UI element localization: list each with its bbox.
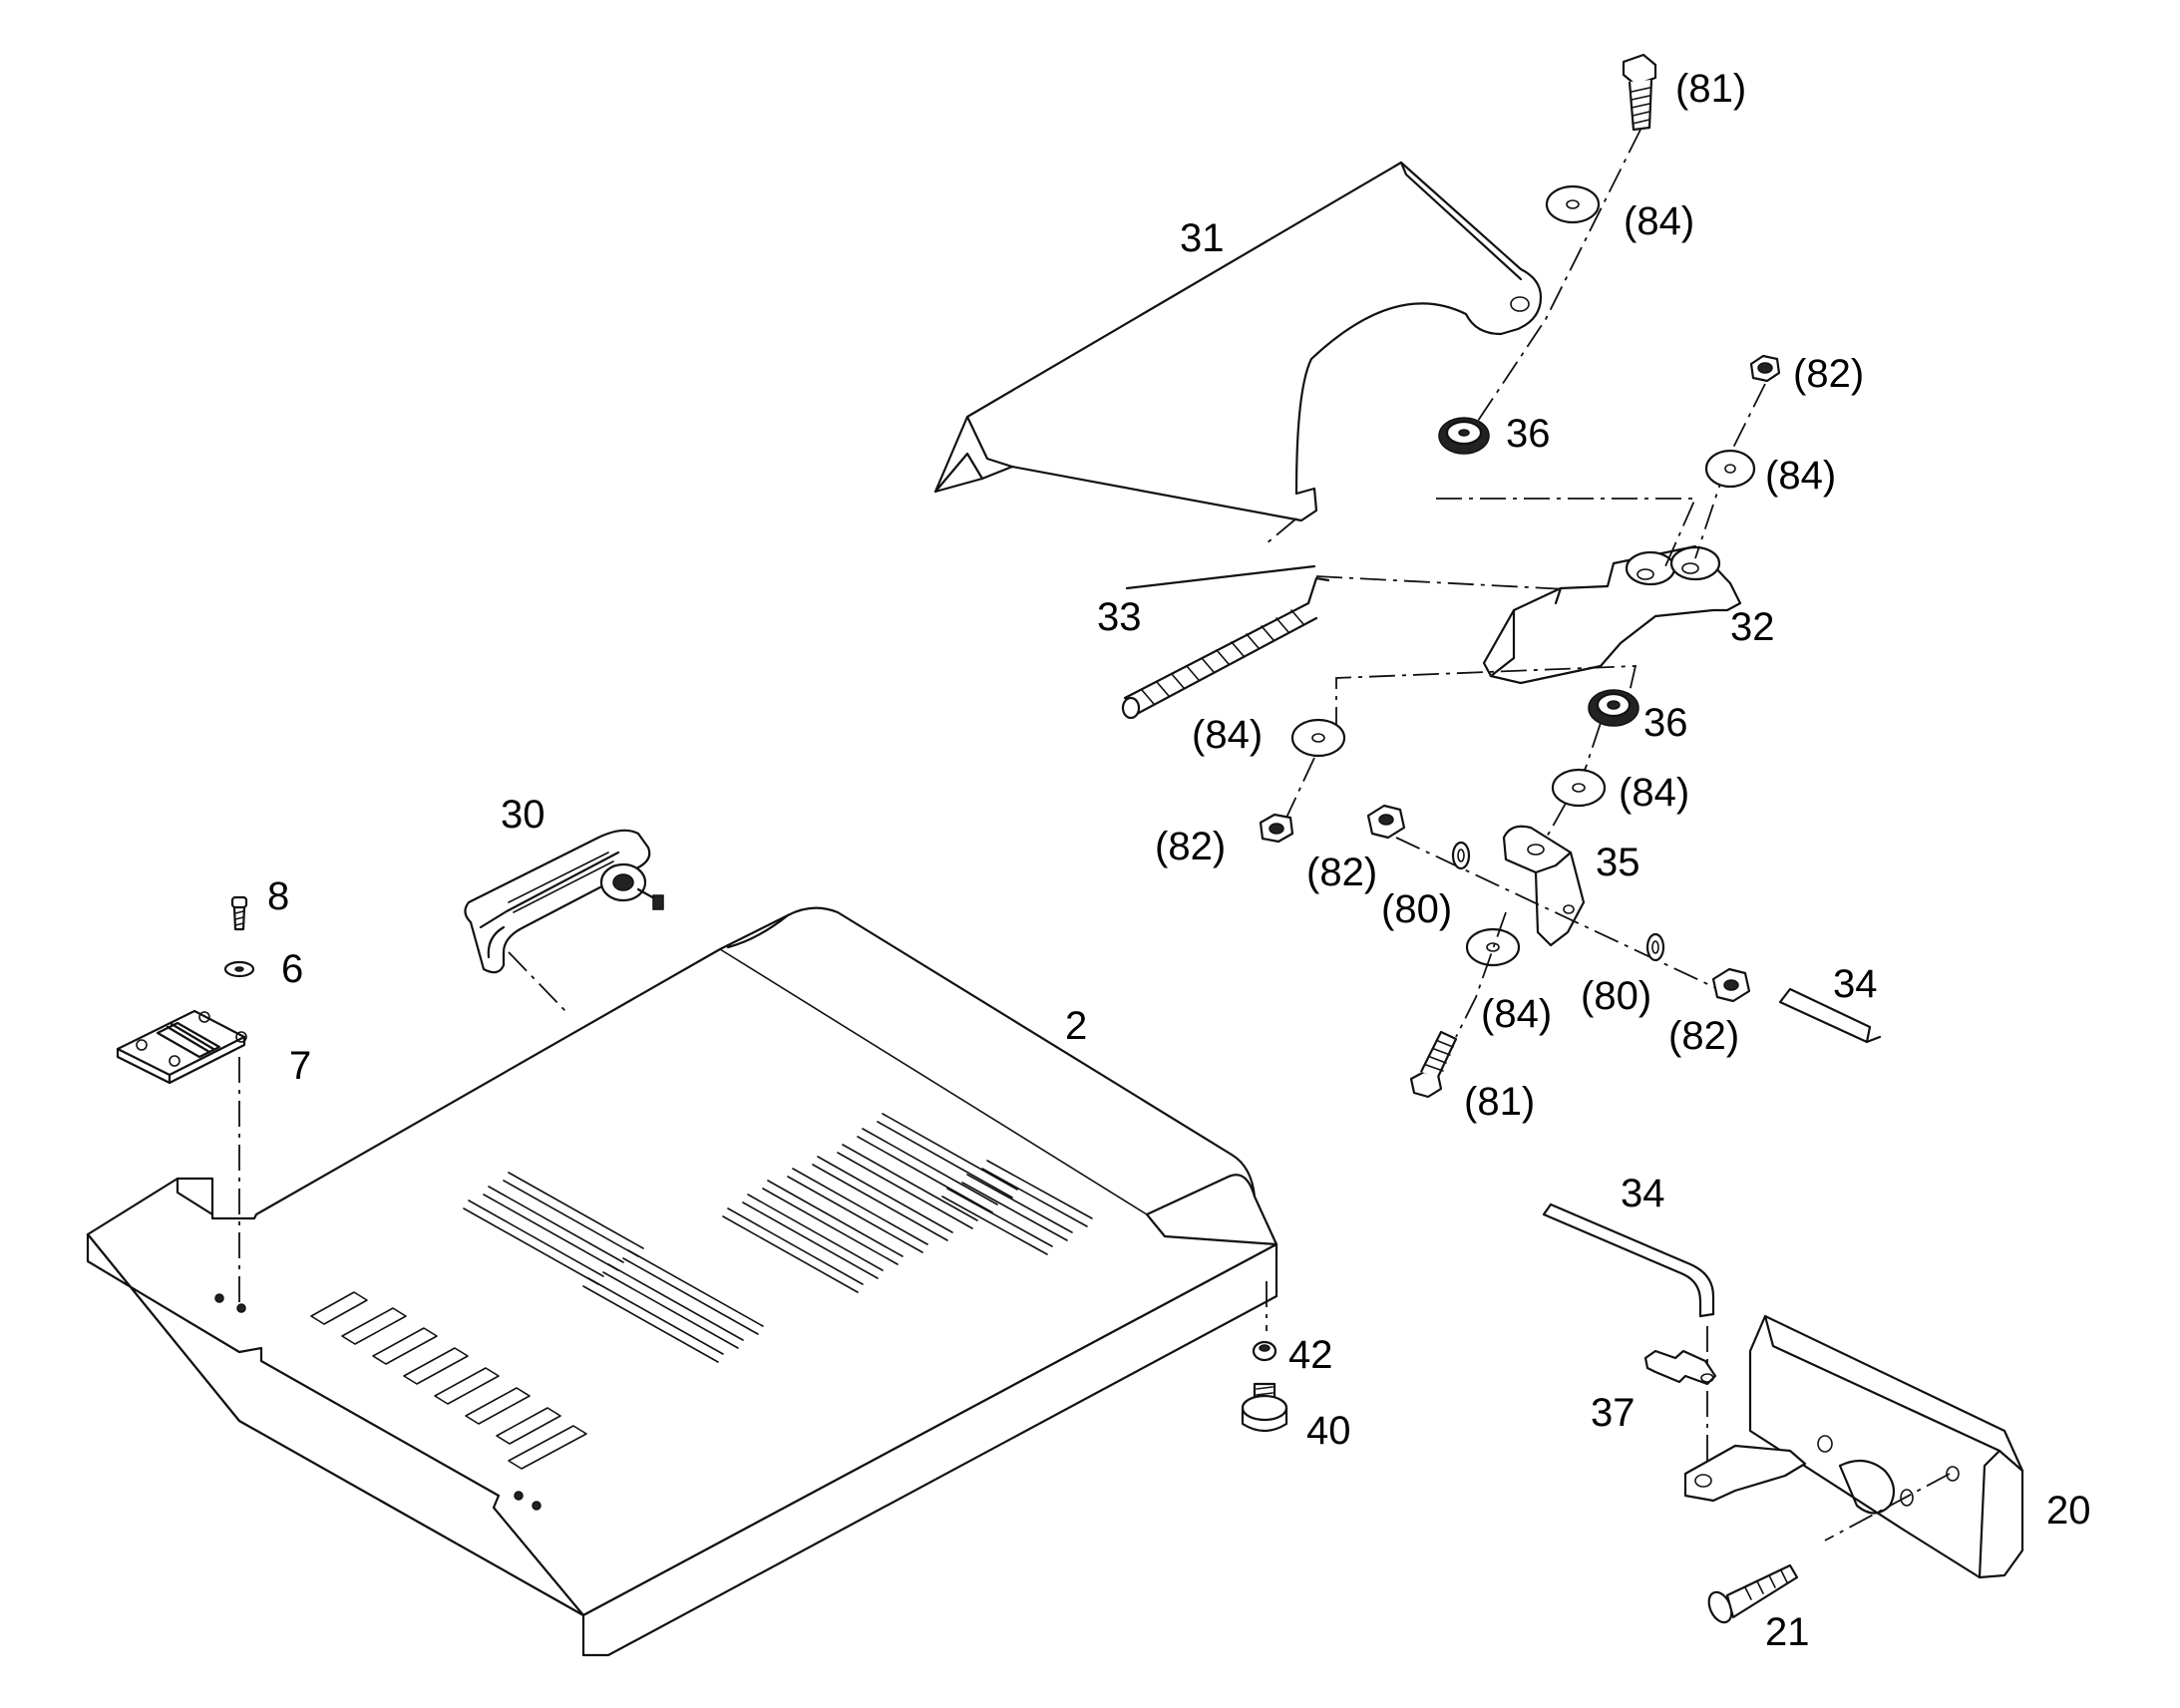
washer-36-a — [1438, 417, 1490, 455]
label-35: 35 — [1596, 841, 1640, 884]
washer-80-b — [1645, 932, 1665, 962]
clip-37 — [1643, 1349, 1717, 1386]
centerline-35 — [1395, 837, 1736, 998]
callout-labels: (81) (84) 31 (82) 36 (84) 33 32 (84) 36 … — [267, 67, 2091, 1654]
label-20: 20 — [2046, 1489, 2091, 1533]
centerline-21 — [1824, 1473, 1951, 1541]
label-84-e: (84) — [1481, 992, 1552, 1036]
centerline-32 — [1436, 498, 1697, 567]
label-84-a: (84) — [1624, 199, 1694, 243]
bracket-35 — [1502, 825, 1586, 947]
centerline-84e — [1455, 911, 1507, 1038]
label-32: 32 — [1730, 605, 1775, 649]
label-2: 2 — [1065, 1004, 1087, 1048]
label-36-b: 36 — [1643, 701, 1688, 745]
washer-84-b — [1704, 449, 1756, 489]
bolt-81-bottom — [1409, 1030, 1458, 1099]
washer-84-a — [1545, 184, 1601, 224]
label-82-c: (82) — [1306, 851, 1377, 894]
washer-84-c — [1551, 768, 1607, 808]
label-7: 7 — [289, 1044, 311, 1088]
centerline-84d — [1285, 757, 1315, 819]
nut-42 — [1252, 1340, 1277, 1362]
centerline-31 — [1266, 517, 1297, 544]
screw-21 — [1707, 1563, 1799, 1624]
washer-84-d — [1290, 718, 1346, 758]
label-80-b: (80) — [1581, 974, 1651, 1018]
label-82-a: (82) — [1793, 352, 1864, 396]
label-81-top: (81) — [1675, 67, 1746, 111]
bracket-32 — [1482, 544, 1742, 685]
label-31: 31 — [1180, 216, 1225, 260]
label-21: 21 — [1765, 1610, 1810, 1654]
latch-20 — [1683, 1314, 2024, 1579]
label-82-b: (82) — [1155, 825, 1226, 868]
cover-panel — [86, 906, 1278, 1657]
pin-34-b — [1542, 1202, 1715, 1318]
label-6: 6 — [281, 947, 303, 991]
washer-80-a — [1451, 841, 1471, 870]
label-37: 37 — [1591, 1391, 1635, 1435]
label-30: 30 — [501, 793, 545, 837]
label-84-d: (84) — [1619, 771, 1689, 815]
label-40: 40 — [1306, 1409, 1351, 1453]
label-82-d: (82) — [1668, 1014, 1739, 1058]
centerline-36b — [1540, 722, 1602, 849]
washer-84-e — [1465, 927, 1521, 967]
label-36-a: 36 — [1506, 412, 1551, 456]
label-84-c: (84) — [1192, 713, 1263, 757]
nut-82-c — [1366, 804, 1406, 840]
centerline-handle — [508, 951, 567, 1013]
label-34-b: 34 — [1621, 1172, 1665, 1215]
nut-82-d — [1711, 967, 1751, 1003]
washer-6 — [223, 960, 255, 978]
label-81-bottom: (81) — [1464, 1080, 1535, 1124]
handle — [464, 829, 664, 974]
centerline-81 — [1465, 129, 1641, 440]
label-80-a: (80) — [1381, 887, 1452, 931]
screw-8 — [230, 895, 248, 931]
label-8: 8 — [267, 874, 289, 918]
label-84-b: (84) — [1765, 454, 1836, 498]
label-33: 33 — [1097, 595, 1142, 639]
label-34-a: 34 — [1833, 962, 1878, 1006]
spring — [1121, 564, 1330, 720]
pin-34-a — [1778, 987, 1882, 1044]
foot-40 — [1241, 1382, 1288, 1433]
washer-36-b — [1588, 689, 1639, 727]
bolt-81-top — [1622, 53, 1657, 132]
hinge — [116, 1009, 247, 1085]
nut-82-b — [1259, 813, 1294, 844]
bracket-31 — [933, 161, 1543, 522]
label-42: 42 — [1288, 1333, 1333, 1377]
nut-82-a — [1749, 354, 1781, 383]
